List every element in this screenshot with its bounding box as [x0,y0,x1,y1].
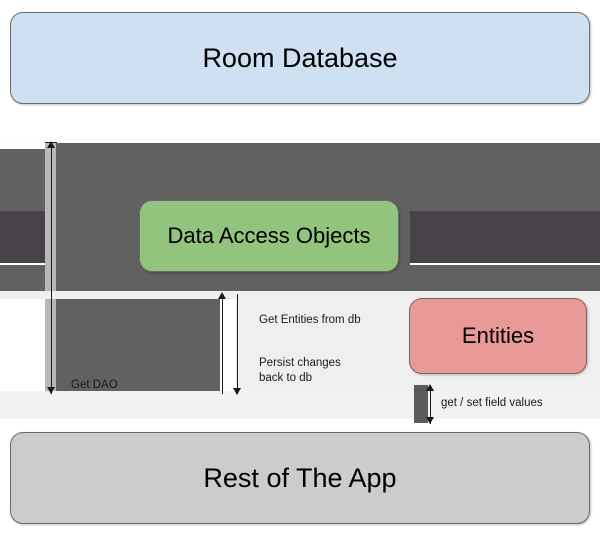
connector-get-dao-line [51,142,52,394]
node-room-database[interactable]: Room Database [10,12,590,104]
node-data-access-objects[interactable]: Data Access Objects [139,200,399,272]
arrowhead-down-icon [47,387,55,394]
arrowhead-up-icon [47,141,55,148]
connector-get-entities-line [222,294,223,394]
arrowhead-down-icon [233,388,241,395]
overlay-band-hairline [0,139,600,143]
edge-label-get-set-field-values: get / set field values [441,397,543,409]
connector-persist-changes-line [237,294,238,394]
connector-field-values-line [430,386,431,424]
overlay-block-lower [55,263,220,391]
node-rest-of-the-app[interactable]: Rest of The App [10,432,590,524]
arrowhead-up-icon [426,384,434,391]
edge-label-persist-changes-back-to-db: Persist changes back to db [259,357,341,384]
edge-label-get-entities-from-db: Get Entities from db [259,314,361,326]
arrowhead-up-icon [218,292,226,299]
node-entities[interactable]: Entities [409,298,587,374]
arrowhead-down-icon [426,417,434,424]
edge-label-get-dao: Get DAO [71,379,118,391]
